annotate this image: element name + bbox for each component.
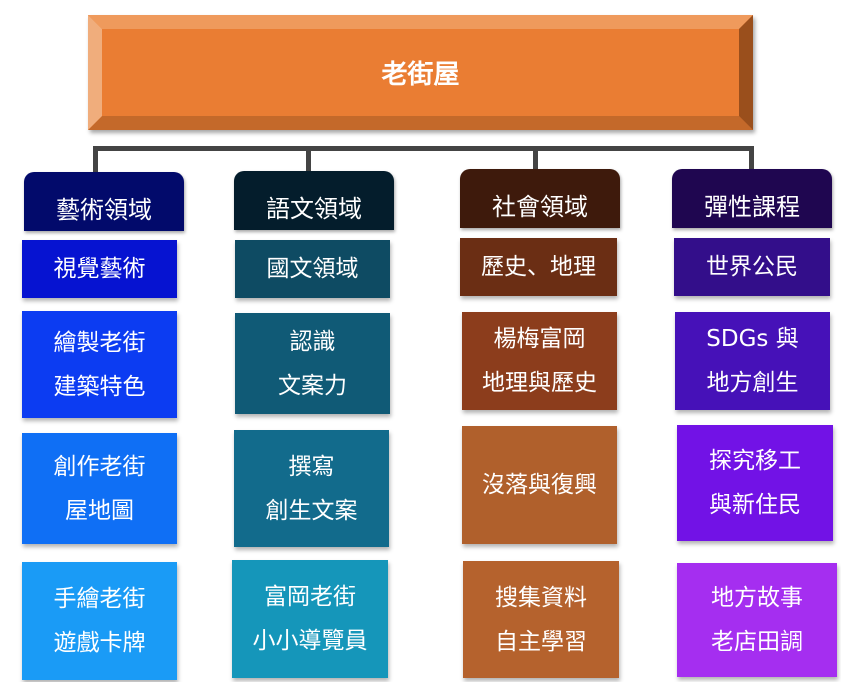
node-line: 富岡老街 <box>264 584 356 610</box>
node-line: 創生文案 <box>265 497 358 524</box>
bevel-left <box>88 15 102 130</box>
column-header-label: 彈性課程 <box>704 193 800 221</box>
node-line: 繪製老街 <box>53 329 146 356</box>
node-local-stories: 地方故事 老店田調 <box>677 563 837 677</box>
node-line: 自主學習 <box>495 628 587 655</box>
node-line: 撰寫 <box>288 453 335 480</box>
root-label: 老街屋 <box>381 60 460 90</box>
node-line: 老店田調 <box>711 629 803 655</box>
column-header-label: 社會領域 <box>492 193 588 221</box>
column-header-label: 藝術領域 <box>56 196 152 224</box>
connector-col-1 <box>93 146 98 173</box>
node-line: 搜集資料 <box>495 584 587 611</box>
node-global-citizen: 世界公民 <box>674 238 830 296</box>
column-header-arts: 藝術領域 <box>24 172 184 231</box>
node-migrant-workers: 探究移工 與新住民 <box>677 425 833 541</box>
node-tour-guide: 富岡老街 小小導覽員 <box>232 560 388 678</box>
connector-horizontal <box>93 146 754 151</box>
node-line: 文案力 <box>278 372 347 399</box>
node-line: 手繪老街 <box>53 586 146 612</box>
node-line: 沒落與復興 <box>482 472 597 498</box>
node-line: SDGs 與 <box>706 326 799 352</box>
node-visual-arts: 視覺藝術 <box>22 240 177 298</box>
node-line: 地方故事 <box>711 585 803 611</box>
node-line: 探究移工 <box>709 448 801 474</box>
node-line: 創作老街 <box>53 453 146 480</box>
node-write-copy: 撰寫 創生文案 <box>234 430 389 547</box>
node-line: 屋地圖 <box>65 497 134 524</box>
node-line: 與新住民 <box>709 492 801 518</box>
node-local-history: 楊梅富岡 地理與歷史 <box>462 312 617 410</box>
node-line: 遊戲卡牌 <box>53 630 146 656</box>
node-line: 國文領域 <box>266 256 359 282</box>
node-game-cards: 手繪老街 遊戲卡牌 <box>22 562 177 680</box>
node-line: 世界公民 <box>706 254 798 280</box>
column-header-social: 社會領域 <box>460 169 620 228</box>
node-chinese: 國文領域 <box>235 240 390 298</box>
node-decline-revival: 沒落與復興 <box>462 426 617 544</box>
node-draw-architecture: 繪製老街 建築特色 <box>22 311 177 418</box>
bevel-bottom <box>88 116 753 130</box>
bevel-top <box>88 15 753 29</box>
node-line: 小小導覽員 <box>252 628 368 654</box>
node-line: 楊梅富岡 <box>493 326 586 352</box>
column-header-language: 語文領域 <box>234 171 394 230</box>
node-line: 地方創生 <box>706 370 799 396</box>
connector-col-2 <box>306 146 311 172</box>
node-line: 視覺藝術 <box>53 256 146 282</box>
node-create-map: 創作老街 屋地圖 <box>22 433 177 544</box>
column-header-label: 語文領域 <box>266 195 362 223</box>
connector-col-4 <box>749 146 754 170</box>
column-header-flexible: 彈性課程 <box>672 169 832 228</box>
node-copywriting: 認識 文案力 <box>235 313 390 414</box>
node-line: 地理與歷史 <box>482 370 597 396</box>
bevel-right <box>739 15 753 130</box>
root-node: 老街屋 <box>88 15 753 130</box>
node-line: 建築特色 <box>53 373 146 400</box>
node-self-learning: 搜集資料 自主學習 <box>463 561 619 678</box>
node-sdgs: SDGs 與 地方創生 <box>675 312 830 410</box>
node-line: 認識 <box>289 328 336 355</box>
node-history-geography: 歷史、地理 <box>460 238 617 296</box>
node-line: 歷史、地理 <box>481 254 596 280</box>
connector-col-3 <box>533 146 538 170</box>
